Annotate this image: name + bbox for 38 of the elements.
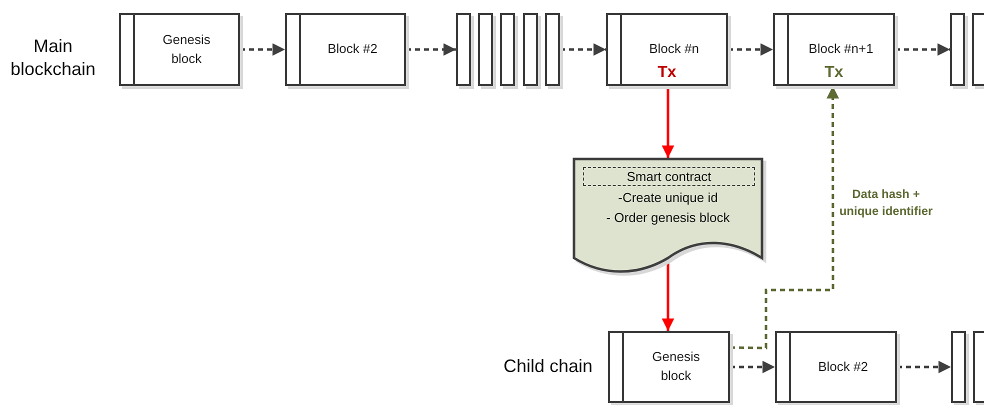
arrow — [897, 360, 951, 374]
block — [775, 331, 897, 403]
document-shape — [573, 158, 763, 272]
arrow — [895, 43, 950, 56]
arrow — [728, 43, 773, 56]
block — [608, 331, 730, 403]
tx-label: Tx — [824, 62, 844, 83]
arrow — [560, 43, 606, 56]
block — [119, 13, 240, 86]
arrow — [406, 43, 456, 56]
chain-label: Main blockchain — [9, 35, 97, 82]
block-label: Genesis block — [162, 30, 212, 68]
block-label: Block #2 — [817, 358, 869, 376]
block-label: Block #2 — [326, 40, 378, 58]
tx-label: Tx — [656, 62, 678, 83]
block — [606, 13, 728, 86]
block-label: Genesis block — [651, 348, 701, 385]
block-label: Block #n+1 — [808, 40, 874, 58]
block-label: Block #n — [648, 40, 700, 58]
chain-label: Child chain — [502, 355, 594, 378]
thin-block — [950, 13, 965, 86]
list-item: -Create unique id — [617, 189, 719, 207]
block — [285, 13, 406, 86]
arrow — [240, 43, 285, 56]
block — [773, 13, 895, 86]
thin-block — [478, 13, 493, 86]
thin-block — [545, 13, 560, 86]
heading: Smart contract — [583, 167, 755, 186]
thin-block — [500, 13, 515, 86]
thin-block — [973, 331, 984, 403]
thin-block — [972, 13, 984, 86]
thin-block — [523, 13, 538, 86]
arrow — [662, 86, 674, 158]
thin-block — [951, 331, 966, 403]
list-item: - Order genesis block — [605, 209, 731, 227]
arrow — [730, 360, 775, 374]
thin-block — [456, 13, 471, 86]
arrow — [662, 258, 674, 331]
